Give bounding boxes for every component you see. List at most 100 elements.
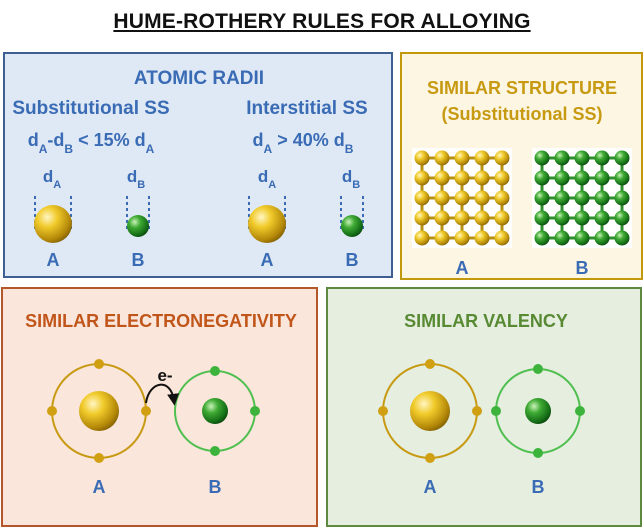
svg-text:dB: dB: [342, 167, 360, 191]
atom-b-sub-group: dB B: [126, 167, 150, 270]
lattice-atom: [614, 190, 630, 206]
electron-dot: [533, 448, 543, 458]
lattice-b-label: B: [576, 258, 589, 278]
lattice-atom: [574, 210, 590, 226]
substitutional-formula: dA-dB < 15% dA: [28, 130, 155, 156]
similar-structure-panel: SIMILAR STRUCTURE (Substitutional SS) A …: [400, 52, 643, 280]
lattice-atom: [614, 170, 630, 186]
electron-dot: [425, 453, 435, 463]
green-nucleus: [525, 398, 551, 424]
interstitial-ss-label: Interstitial SS: [246, 98, 367, 119]
lattice-atom: [414, 190, 430, 206]
lattice-atom: [474, 170, 490, 186]
lattice-atom: [594, 210, 610, 226]
lattice-atom: [594, 190, 610, 206]
lattice-atom: [534, 210, 550, 226]
lattice-atom: [574, 230, 590, 246]
atom-b-orbit: [174, 366, 260, 456]
atom-a-label: A: [424, 477, 437, 497]
electron-dot: [94, 453, 104, 463]
electron-dot: [94, 359, 104, 369]
lattice-atom: [574, 170, 590, 186]
lattice-atom: [474, 150, 490, 166]
gold-atom: [34, 205, 72, 243]
svg-text:B: B: [346, 250, 359, 270]
atom-b-label: B: [209, 477, 222, 497]
lattice-atom: [534, 190, 550, 206]
electron-dot: [491, 406, 501, 416]
lattice-atom: [494, 230, 510, 246]
lattice-atom: [454, 190, 470, 206]
lattice-atom: [534, 170, 550, 186]
gold-nucleus: [410, 391, 450, 431]
electron-dot: [378, 406, 388, 416]
gold-atom: [248, 205, 286, 243]
lattice-atom: [494, 210, 510, 226]
svg-text:dA: dA: [258, 167, 276, 191]
electronegativity-heading: SIMILAR ELECTRONEGATIVITY: [25, 311, 297, 331]
lattice-a-label: A: [456, 258, 469, 278]
electron-dot: [141, 406, 151, 416]
lattice-atom: [494, 190, 510, 206]
structure-heading: SIMILAR STRUCTURE: [427, 78, 617, 98]
atom-b-int-group: dB B: [340, 167, 364, 270]
green-atom: [341, 215, 363, 237]
lattice-atom: [454, 170, 470, 186]
substitutional-ss-label: Substitutional SS: [12, 98, 169, 119]
lattice-atom: [414, 170, 430, 186]
lattice-atom: [434, 150, 450, 166]
svg-text:A: A: [47, 250, 60, 270]
lattice-atom: [494, 150, 510, 166]
lattice-atom: [554, 170, 570, 186]
lattice-atom: [434, 230, 450, 246]
atom-a-int-group: dA A: [248, 167, 286, 270]
valency-heading: SIMILAR VALENCY: [404, 311, 568, 331]
lattice-a: [414, 150, 510, 246]
atom-a-orbit: [378, 359, 482, 463]
electron-dot: [472, 406, 482, 416]
svg-text:dB: dB: [127, 167, 145, 191]
lattice-b: [534, 150, 630, 246]
lattice-atom: [554, 150, 570, 166]
lattice-atom: [494, 170, 510, 186]
gold-nucleus: [79, 391, 119, 431]
electron-dot: [210, 446, 220, 456]
similar-electronegativity-panel: SIMILAR ELECTRONEGATIVITY e- A B: [1, 287, 318, 527]
lattice-atom: [414, 150, 430, 166]
lattice-atom: [474, 230, 490, 246]
lattice-atom: [454, 230, 470, 246]
interstitial-formula: dA > 40% dB: [253, 130, 354, 156]
lattice-atom: [534, 230, 550, 246]
lattice-atom: [614, 230, 630, 246]
lattice-atom: [454, 210, 470, 226]
atom-b-orbit: [491, 364, 585, 458]
lattice-atom: [434, 210, 450, 226]
atom-a-sub-group: dA A: [34, 167, 72, 270]
lattice-atom: [474, 210, 490, 226]
svg-text:dA: dA: [43, 167, 61, 191]
lattice-atom: [434, 190, 450, 206]
atomic-radii-panel: ATOMIC RADII Substitutional SS Interstit…: [3, 52, 393, 278]
atom-b-label: B: [532, 477, 545, 497]
lattice-atom: [434, 170, 450, 186]
electron-dot: [210, 366, 220, 376]
lattice-atom: [414, 210, 430, 226]
lattice-atom: [534, 150, 550, 166]
electron-transfer-arrow: [145, 383, 180, 406]
similar-valency-panel: SIMILAR VALENCY A B: [326, 287, 642, 527]
electron-dot: [425, 359, 435, 369]
lattice-atom: [554, 190, 570, 206]
electron-label: e-: [157, 366, 172, 385]
green-nucleus: [202, 398, 228, 424]
lattice-atom: [594, 230, 610, 246]
electron-dot: [533, 364, 543, 374]
lattice-atom: [574, 190, 590, 206]
lattice-atom: [594, 150, 610, 166]
structure-subheading: (Substitutional SS): [442, 104, 603, 124]
lattice-atom: [474, 190, 490, 206]
lattice-atom: [554, 230, 570, 246]
lattice-atom: [614, 150, 630, 166]
electron-dot: [47, 406, 57, 416]
lattice-atom: [614, 210, 630, 226]
lattice-atom: [554, 210, 570, 226]
